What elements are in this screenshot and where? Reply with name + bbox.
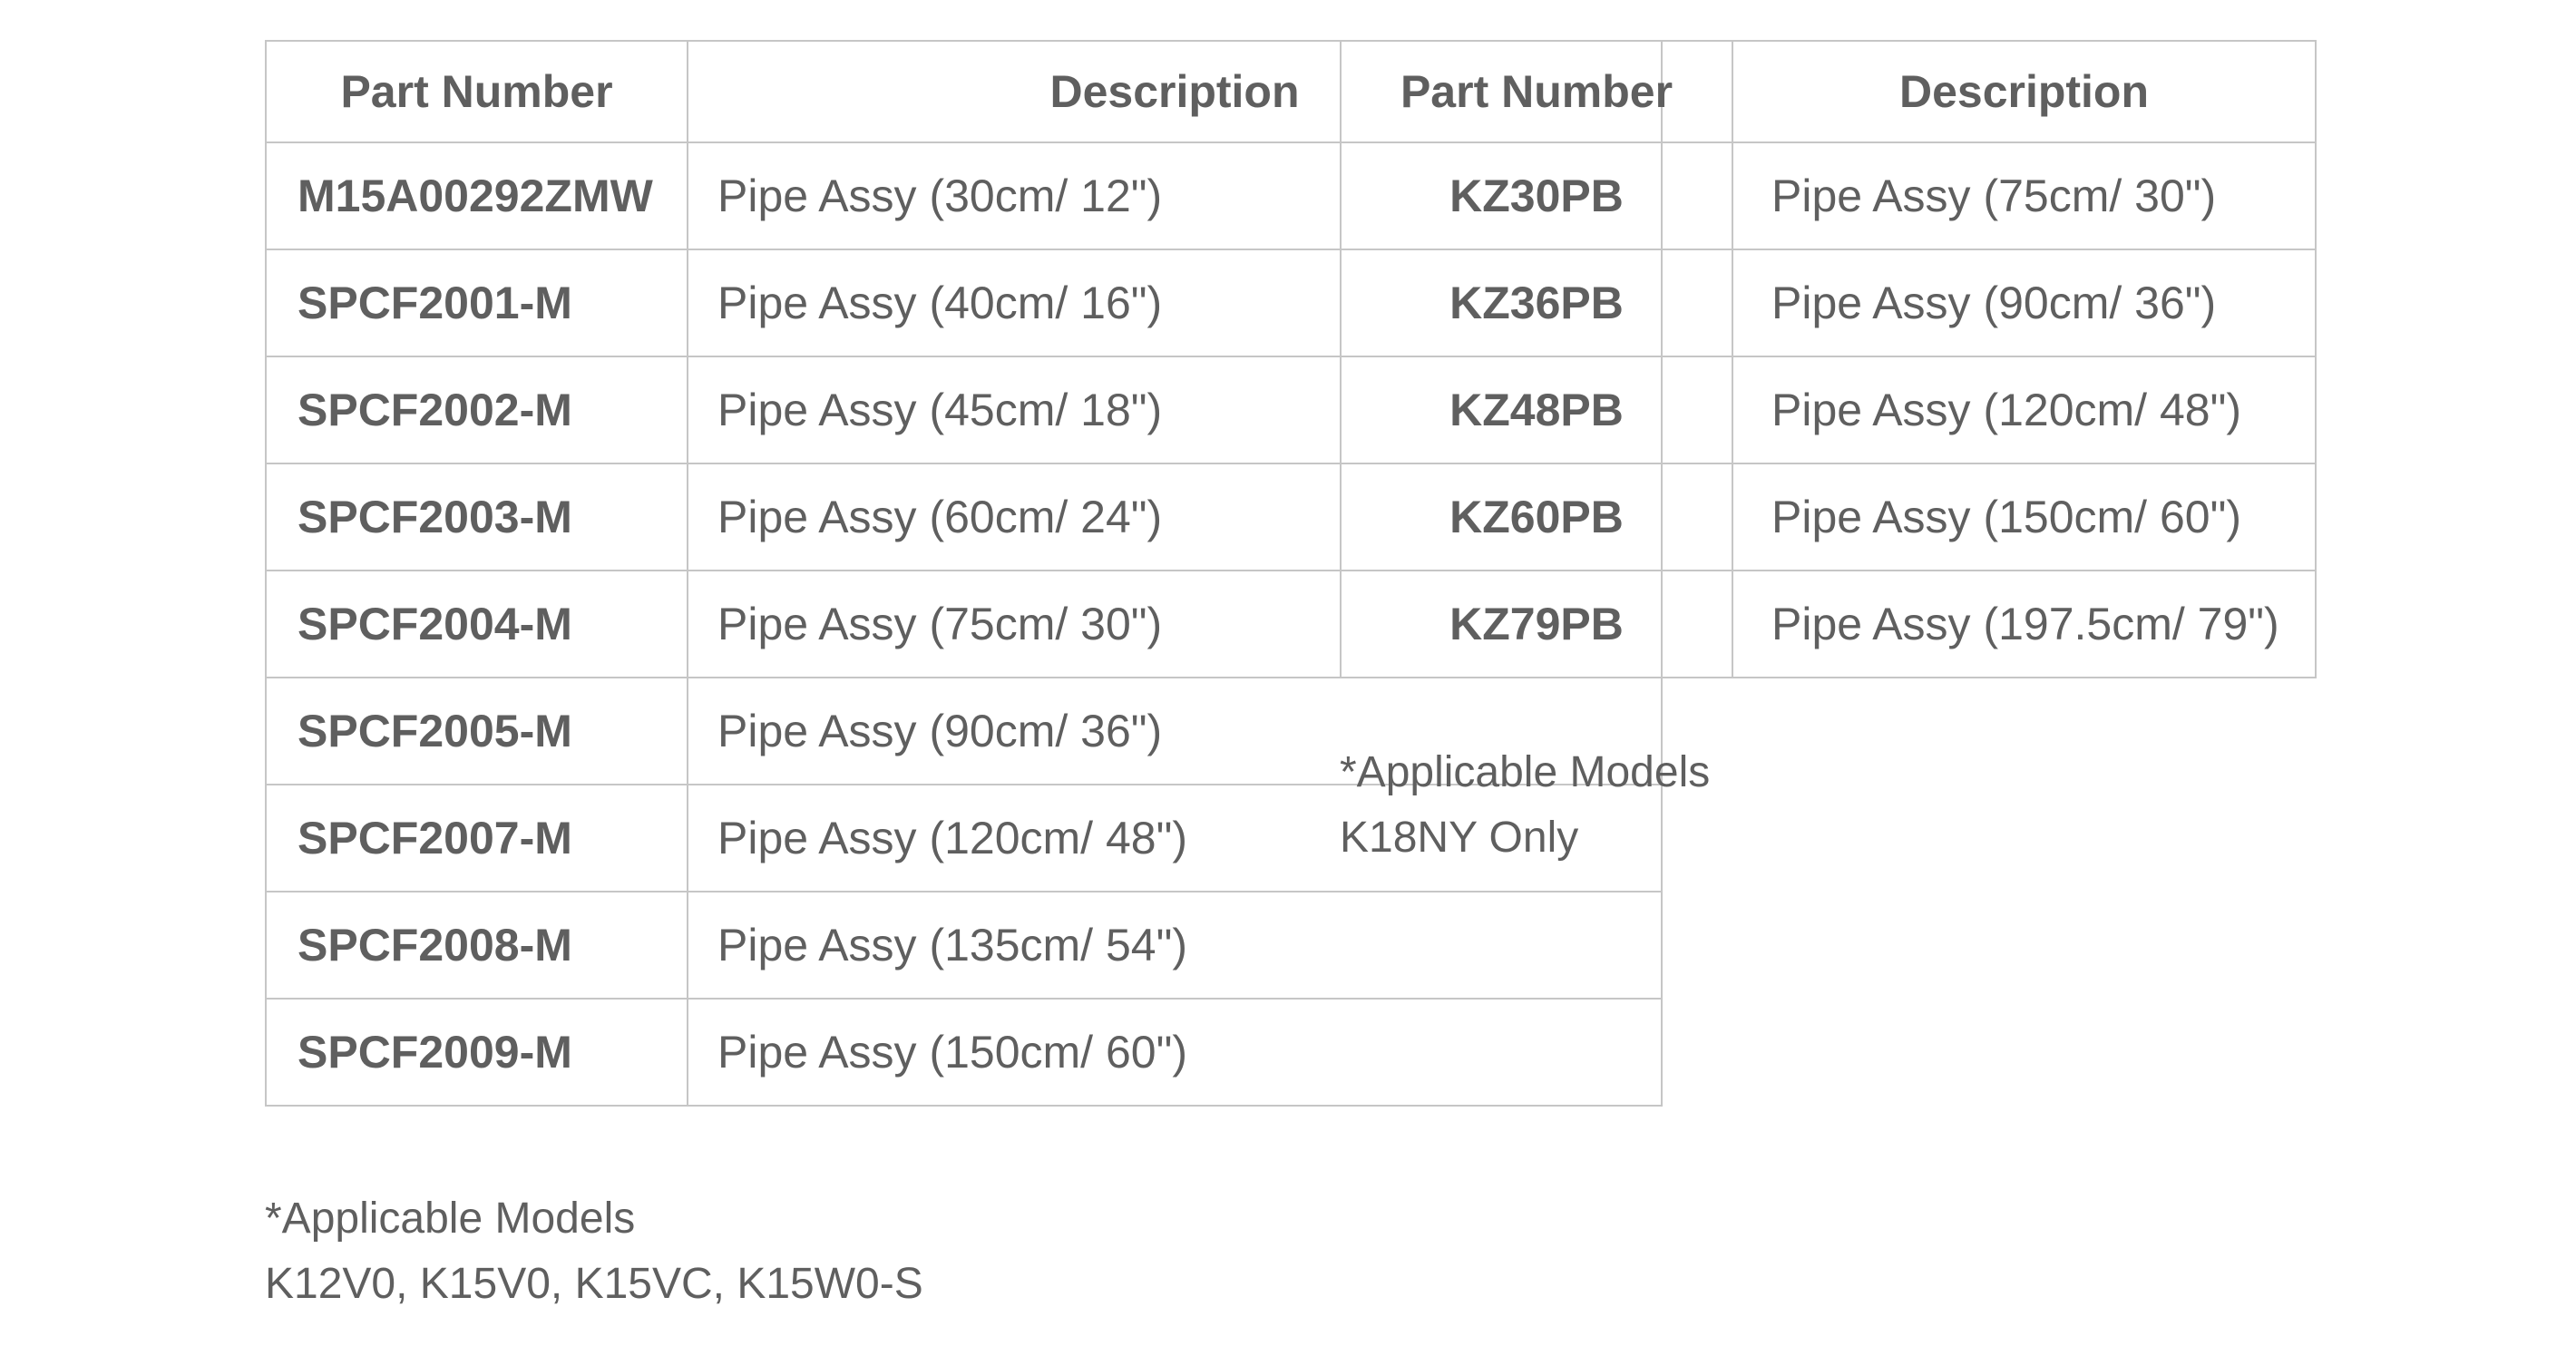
table-row: KZ60PB Pipe Assy (150cm/ 60") [1340,463,2317,571]
part-number-cell: KZ79PB [1340,570,1733,678]
part-number-cell: KZ48PB [1340,356,1733,464]
table-row: KZ48PB Pipe Assy (120cm/ 48") [1340,356,2317,464]
part-number-cell: KZ30PB [1340,141,1733,250]
part-number-cell: SPCF2004-M [265,570,688,678]
parts-table-right: Part Number Description KZ30PB Pipe Assy… [1340,40,2317,678]
note-models: K12V0, K15V0, K15VC, K15W0-S [265,1260,923,1308]
description-cell: Pipe Assy (150cm/ 60") [1732,463,2317,571]
column-header-part-number: Part Number [1340,40,1733,143]
description-cell: Pipe Assy (150cm/ 60") [687,998,1663,1107]
description-cell: Pipe Assy (90cm/ 36") [1732,249,2317,357]
note-title: *Applicable Models [1340,748,1711,796]
note-models: K18NY Only [1340,814,1579,862]
description-cell: Pipe Assy (120cm/ 48") [1732,356,2317,464]
table-row: KZ30PB Pipe Assy (75cm/ 30") [1340,141,2317,250]
applicable-models-note-right: *Applicable Models K18NY Only [1340,740,1710,871]
part-number-cell: KZ36PB [1340,249,1733,357]
part-number-cell: SPCF2009-M [265,998,688,1107]
applicable-models-note-left: *Applicable Models K12V0, K15V0, K15VC, … [265,1186,923,1317]
description-cell: Pipe Assy (197.5cm/ 79") [1732,570,2317,678]
part-number-cell: SPCF2001-M [265,249,688,357]
part-number-cell: KZ60PB [1340,463,1733,571]
part-number-cell: M15A00292ZMW [265,141,688,250]
table-row: KZ36PB Pipe Assy (90cm/ 36") [1340,249,2317,357]
part-number-cell: SPCF2008-M [265,891,688,1000]
table-row: SPCF2005-M Pipe Assy (90cm/ 36") [265,677,1663,785]
table-row: SPCF2007-M Pipe Assy (120cm/ 48") [265,784,1663,892]
column-header-description: Description [1732,40,2317,143]
description-cell: Pipe Assy (120cm/ 48") [687,784,1663,892]
column-header-part-number: Part Number [265,40,688,143]
part-number-cell: SPCF2003-M [265,463,688,571]
part-number-cell: SPCF2005-M [265,677,688,785]
note-title: *Applicable Models [265,1195,636,1243]
table-row: SPCF2009-M Pipe Assy (150cm/ 60") [265,998,1663,1107]
description-cell: Pipe Assy (90cm/ 36") [687,677,1663,785]
table-row: SPCF2008-M Pipe Assy (135cm/ 54") [265,891,1663,1000]
table-header-row: Part Number Description [1340,40,2317,143]
description-cell: Pipe Assy (135cm/ 54") [687,891,1663,1000]
table-row: KZ79PB Pipe Assy (197.5cm/ 79") [1340,570,2317,678]
part-number-cell: SPCF2002-M [265,356,688,464]
description-cell: Pipe Assy (75cm/ 30") [1732,141,2317,250]
part-number-cell: SPCF2007-M [265,784,688,892]
